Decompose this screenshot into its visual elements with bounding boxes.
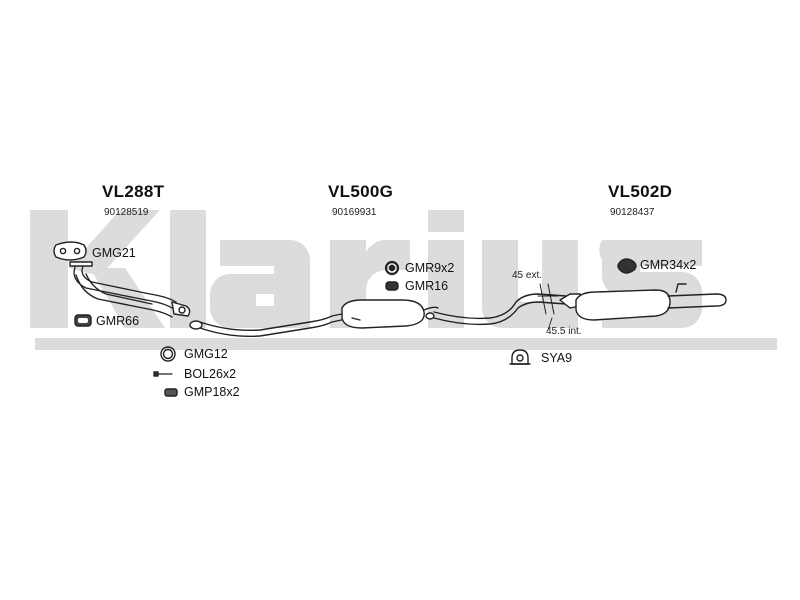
mount-gmr16-icon [385, 281, 399, 291]
part-label-gmg12: GMG12 [184, 347, 228, 361]
dimension-int: 45.5 int. [546, 326, 582, 337]
part-label-gmr66: GMR66 [96, 314, 140, 328]
spring-gmp18-icon [164, 388, 178, 397]
gasket-gmg12-icon [160, 346, 176, 362]
section-number-1: 90128519 [104, 207, 149, 218]
rear-silencer-icon [559, 283, 727, 321]
section-number-2: 90169931 [332, 207, 377, 218]
bolt-bol26-icon [153, 371, 173, 377]
dimension-ext: 45 ext. [512, 270, 543, 281]
part-label-gmr34: GMR34x2 [640, 258, 697, 272]
part-label-gmp18: GMP18x2 [184, 385, 240, 399]
mount-gmr66-icon [74, 314, 92, 327]
ring-gmr9-icon [384, 260, 400, 276]
section-number-3: 90128437 [610, 207, 655, 218]
intermediate-pipe-icon [189, 312, 347, 338]
section-title-2: VL500G [328, 182, 394, 201]
part-label-sya9: SYA9 [541, 351, 573, 365]
rear-pipe-icon [433, 283, 567, 326]
part-label-gmg21: GMG21 [92, 246, 136, 260]
part-label-bol26: BOL26x2 [184, 367, 237, 381]
section-title-3: VL502D [608, 182, 673, 201]
bracket-sya9-icon [509, 349, 531, 365]
part-label-gmr16: GMR16 [405, 279, 449, 293]
mount-gmr34-icon [617, 258, 637, 274]
centre-silencer-icon [341, 299, 439, 329]
front-downpipe-icon [69, 261, 191, 318]
section-title-1: VL288T [102, 182, 165, 201]
part-label-gmr9: GMR9x2 [405, 261, 455, 275]
gasket-gmg21-icon [53, 241, 87, 261]
